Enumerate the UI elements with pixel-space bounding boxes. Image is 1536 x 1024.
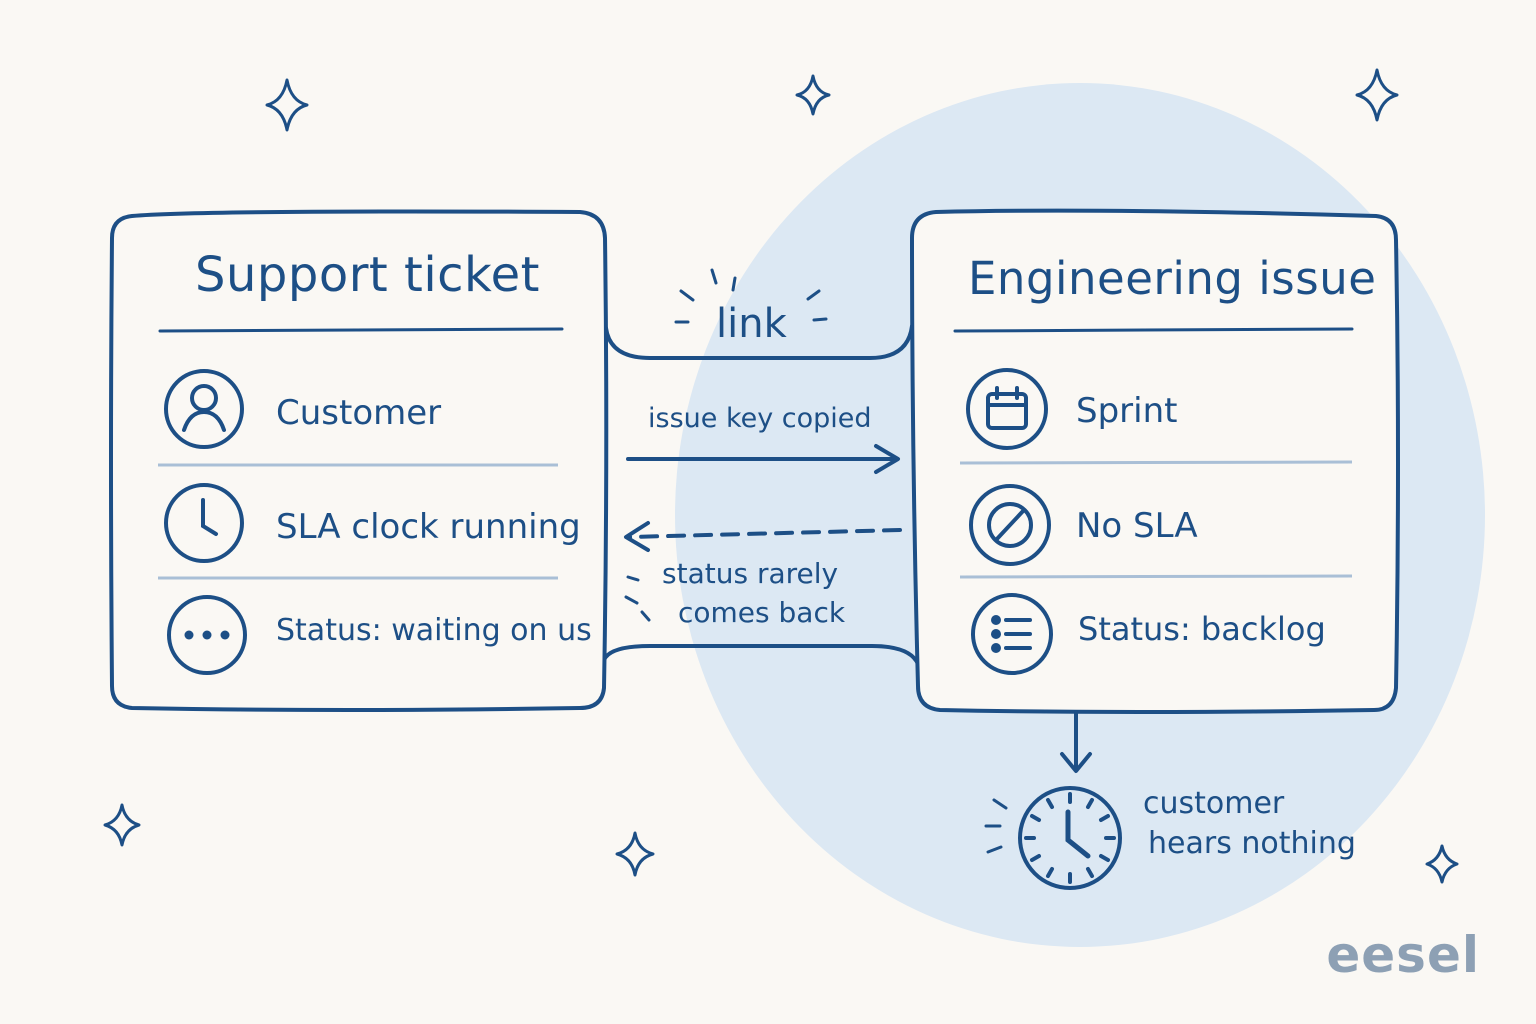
link-burst: [674, 268, 828, 324]
sparkle-icon: [795, 74, 831, 116]
back-note-line1: status rarely: [662, 557, 839, 590]
left-row-customer: Customer: [276, 393, 442, 433]
sparkle-icon: [103, 803, 141, 847]
clock-icon: [164, 483, 244, 563]
sparkle-icon: [615, 831, 655, 877]
engineering-issue-title: Engineering issue: [968, 252, 1377, 305]
calendar-icon: [966, 368, 1048, 450]
brand-logo: eesel: [1326, 926, 1480, 984]
forward-note: issue key copied: [648, 403, 872, 434]
sparkle-icon: [265, 78, 309, 132]
support-ticket-card: [109, 209, 609, 712]
forward-arrow: [626, 444, 900, 474]
outcome-clock-strokes: [984, 798, 1008, 854]
back-note-line2: comes back: [678, 596, 846, 629]
sparkle-icon: [1355, 68, 1399, 122]
right-row-no-sla: No SLA: [1076, 506, 1198, 546]
no-entry-icon: [969, 484, 1051, 566]
left-row-sla: SLA clock running: [276, 507, 581, 547]
back-note-strokes: [624, 575, 651, 622]
sparkle-icons: [103, 68, 1459, 884]
outcome-clock-icon: [1018, 786, 1122, 890]
more-dots-icon: [167, 595, 247, 675]
sparkle-icon: [1425, 844, 1459, 884]
back-arrow: [624, 521, 902, 552]
list-icon: [971, 593, 1053, 675]
engineering-issue-card: [909, 208, 1400, 714]
link-label: link: [716, 301, 787, 347]
down-arrow: [1060, 710, 1092, 773]
right-row-sprint: Sprint: [1076, 391, 1178, 431]
link-band: [602, 324, 920, 666]
support-ticket-title: Support ticket: [195, 247, 540, 303]
left-row-status: Status: waiting on us: [276, 613, 592, 648]
outcome-line2: hears nothing: [1148, 826, 1356, 861]
user-icon: [164, 369, 244, 449]
right-row-status: Status: backlog: [1078, 610, 1326, 648]
outcome-line1: customer: [1143, 786, 1285, 821]
